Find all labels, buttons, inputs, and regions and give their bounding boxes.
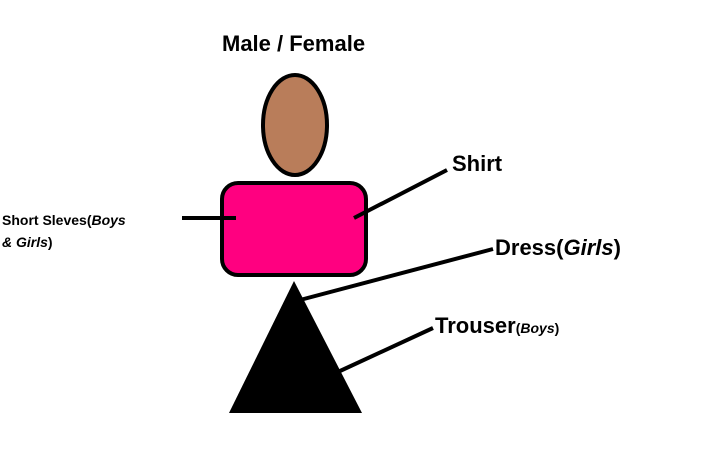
skirt-triangle xyxy=(229,281,362,413)
dress-label-text: Dress( xyxy=(495,235,564,260)
trouser-label-emphasis: Boys xyxy=(520,320,555,336)
sleeves-label-emphasis-2: & Girls xyxy=(2,234,48,250)
shirt-pointer-line xyxy=(353,168,448,220)
trouser-note-close: ) xyxy=(554,320,560,336)
dress-label-close: ) xyxy=(613,235,621,260)
sleeves-label-close: ) xyxy=(47,234,53,250)
shirt-shape xyxy=(220,181,368,277)
sleeves-label-emphasis: Boys xyxy=(91,212,126,228)
dress-pointer-line xyxy=(299,247,494,302)
trouser-label-text: Trouser xyxy=(435,313,516,338)
dress-label: Dress(Girls) xyxy=(495,237,621,259)
sleeves-label: Short Sleves(Boys & Girls) xyxy=(2,209,192,253)
trouser-note-open: ( xyxy=(515,320,521,336)
sleeves-label-text: Short Sleves( xyxy=(2,212,92,228)
dress-label-emphasis: Girls xyxy=(563,235,614,260)
head-shape xyxy=(261,73,329,177)
shirt-label: Shirt xyxy=(452,151,503,176)
diagram-title: Male / Female xyxy=(222,31,366,56)
trouser-label: Trouser(Boys) xyxy=(435,315,559,337)
trouser-pointer-line xyxy=(339,326,434,373)
